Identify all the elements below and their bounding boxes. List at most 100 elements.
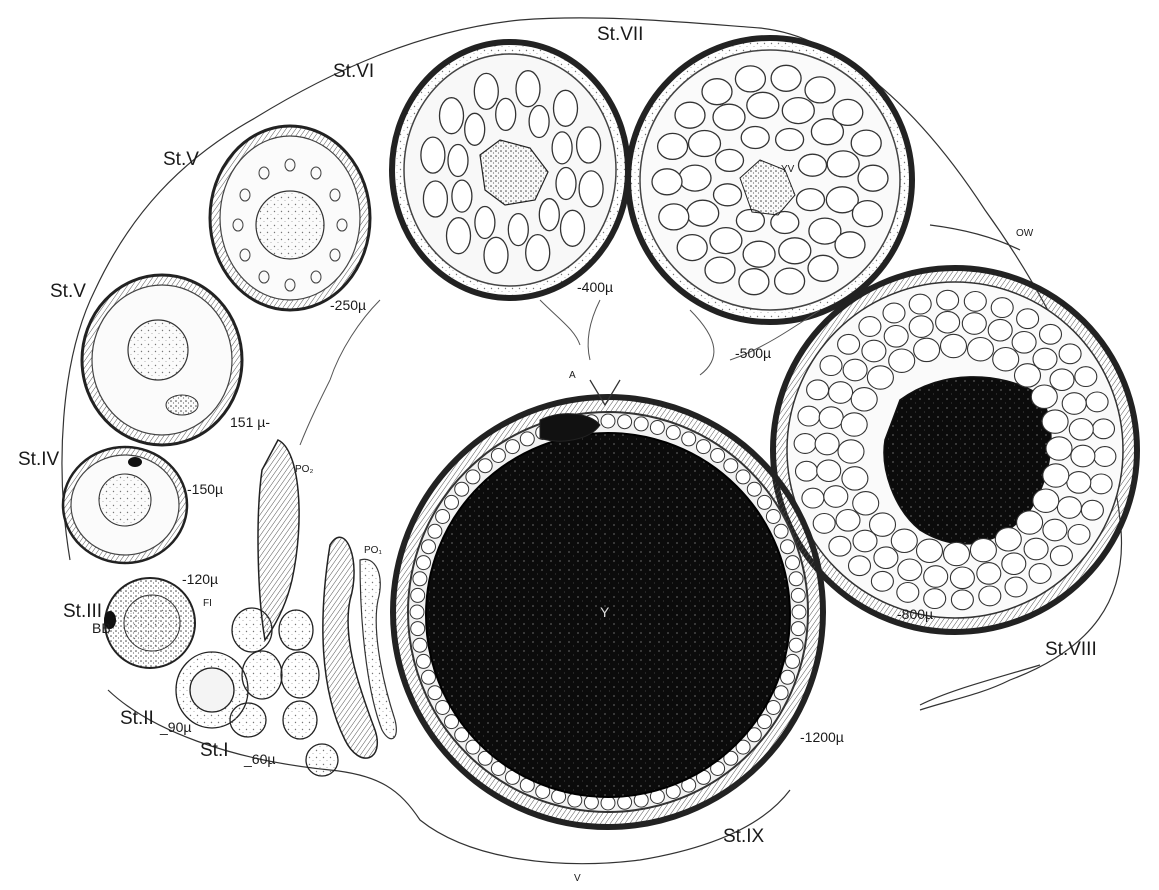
- size-800: -800µ: [897, 606, 933, 622]
- oocyte-st-vii: [628, 38, 912, 322]
- yolk-vesicle: [714, 184, 742, 206]
- yolk-vesicle: [1090, 474, 1112, 494]
- cortical-vesicle: [478, 459, 492, 473]
- yolk-vesicle: [802, 488, 824, 508]
- yolk-vesicle: [979, 586, 1001, 606]
- cortical-vesicle: [417, 556, 431, 570]
- yolk-vesicle: [813, 514, 835, 534]
- yolk-vesicle: [1069, 419, 1093, 441]
- yolk-vesicle: [962, 313, 986, 335]
- yolk-vesicle: [858, 165, 888, 191]
- yolk-vesicle: [1067, 472, 1091, 494]
- cortical-vesicle: [634, 417, 648, 431]
- cortical-vesicle: [506, 440, 520, 454]
- size-120: -120µ: [182, 571, 218, 587]
- yolk-vesicle: [1086, 392, 1108, 412]
- yolk-vesicle: [735, 66, 765, 92]
- cortical-vesicle: [618, 415, 632, 429]
- cortical-vesicle: [781, 670, 795, 684]
- cortical-vesicle: [428, 686, 442, 700]
- size-90: _90µ: [159, 719, 191, 735]
- yolk-vesicle: [529, 106, 549, 138]
- yolk-vesicle: [917, 539, 943, 562]
- yolk-vesicle: [1059, 344, 1081, 364]
- yolk-vesicle: [883, 303, 905, 323]
- yolk-vesicle: [1062, 393, 1086, 415]
- yolk-vesicle: [950, 567, 974, 589]
- label-st-ix: St.IX: [723, 826, 765, 847]
- yolk-vesicle: [1094, 447, 1116, 467]
- yolk-vesicle: [771, 65, 801, 91]
- yolk-vesicle: [556, 168, 576, 200]
- yolk-vesicle: [516, 71, 540, 107]
- yolk-vesicle: [867, 366, 893, 389]
- yolk-vesicle: [677, 235, 707, 261]
- yolk-vesicle: [805, 77, 835, 103]
- yolk-vesicle: [465, 113, 485, 145]
- label-yv: YV: [781, 164, 795, 175]
- label-ow: OW: [1016, 228, 1034, 239]
- yolk-vesicle: [936, 311, 960, 333]
- label-st-ii: St.II: [120, 708, 154, 729]
- yolk-vesicle: [739, 269, 769, 295]
- yolk-vesicle: [817, 460, 841, 482]
- label-po1: PO₁: [364, 545, 382, 556]
- cortical-vesicle: [789, 638, 803, 652]
- yolk-vesicle: [889, 349, 915, 372]
- yolk-vesicle: [779, 238, 811, 264]
- yolk-vesicle: [679, 165, 711, 191]
- yolk-vesicle: [1075, 367, 1097, 387]
- cortical-vesicle: [411, 588, 425, 602]
- cortical-vesicle: [786, 654, 800, 668]
- cortical-vesicle: [711, 449, 725, 463]
- yolk-vesicle: [794, 434, 816, 454]
- label-v: V: [574, 873, 581, 884]
- yolk-vesicle: [884, 326, 908, 348]
- cortical-vesicle: [422, 670, 436, 684]
- oocyte-st-viii: [773, 268, 1137, 632]
- yolk-vesicle: [941, 334, 967, 357]
- yolk-vesicle: [508, 214, 528, 246]
- yolk-vesicle: [968, 338, 994, 361]
- yolk-vesicle: [799, 154, 827, 176]
- oocyte-st-v-left: [82, 275, 242, 445]
- cortical-vesicle: [601, 796, 615, 810]
- yolk-vesicle: [741, 127, 769, 149]
- cortical-vesicle: [682, 432, 696, 446]
- cortical-vesicle: [601, 414, 615, 428]
- label-po2: PO₂: [295, 464, 313, 475]
- yolk-vesicle: [852, 201, 882, 227]
- yolk-vesicle: [874, 547, 898, 569]
- yolk-vesicle: [652, 169, 682, 195]
- size-150: -150µ: [187, 481, 223, 497]
- yolk-vesicle: [1071, 445, 1095, 467]
- label-st-iii: St.III: [63, 601, 102, 622]
- yolk-vesicle: [808, 255, 838, 281]
- yolk-vesicle: [797, 189, 825, 211]
- yolk-vesicle: [796, 461, 818, 481]
- cortical-vesicle: [781, 540, 795, 554]
- yolk-vesicle: [1005, 577, 1027, 597]
- yolk-vesicle: [842, 467, 868, 490]
- yolk-vesicle: [1093, 419, 1115, 439]
- label-st-v-left: St.V: [50, 281, 86, 302]
- yolk-vesicle: [1050, 369, 1074, 391]
- yolk-vesicle: [891, 529, 917, 552]
- yolk-vesicle: [475, 207, 495, 239]
- yolk-vesicle: [1033, 489, 1059, 512]
- yolk-vesicle: [909, 316, 933, 338]
- label-fl: FI: [203, 598, 212, 609]
- yolk-vesicle: [944, 542, 970, 565]
- yolk-vesicle: [713, 104, 745, 130]
- label-st-vii: St.VII: [597, 24, 643, 45]
- yolk-vesicle: [496, 98, 516, 130]
- label-st-i: St.I: [200, 740, 229, 761]
- yolk-vesicle: [705, 257, 735, 283]
- yolk-vesicle: [851, 130, 881, 156]
- cortical-vesicle: [445, 495, 459, 509]
- yolk-vesicle: [977, 563, 1001, 585]
- yolk-vesicle: [835, 232, 865, 258]
- label-y: Y: [600, 604, 610, 620]
- yolk-vesicle: [870, 513, 896, 536]
